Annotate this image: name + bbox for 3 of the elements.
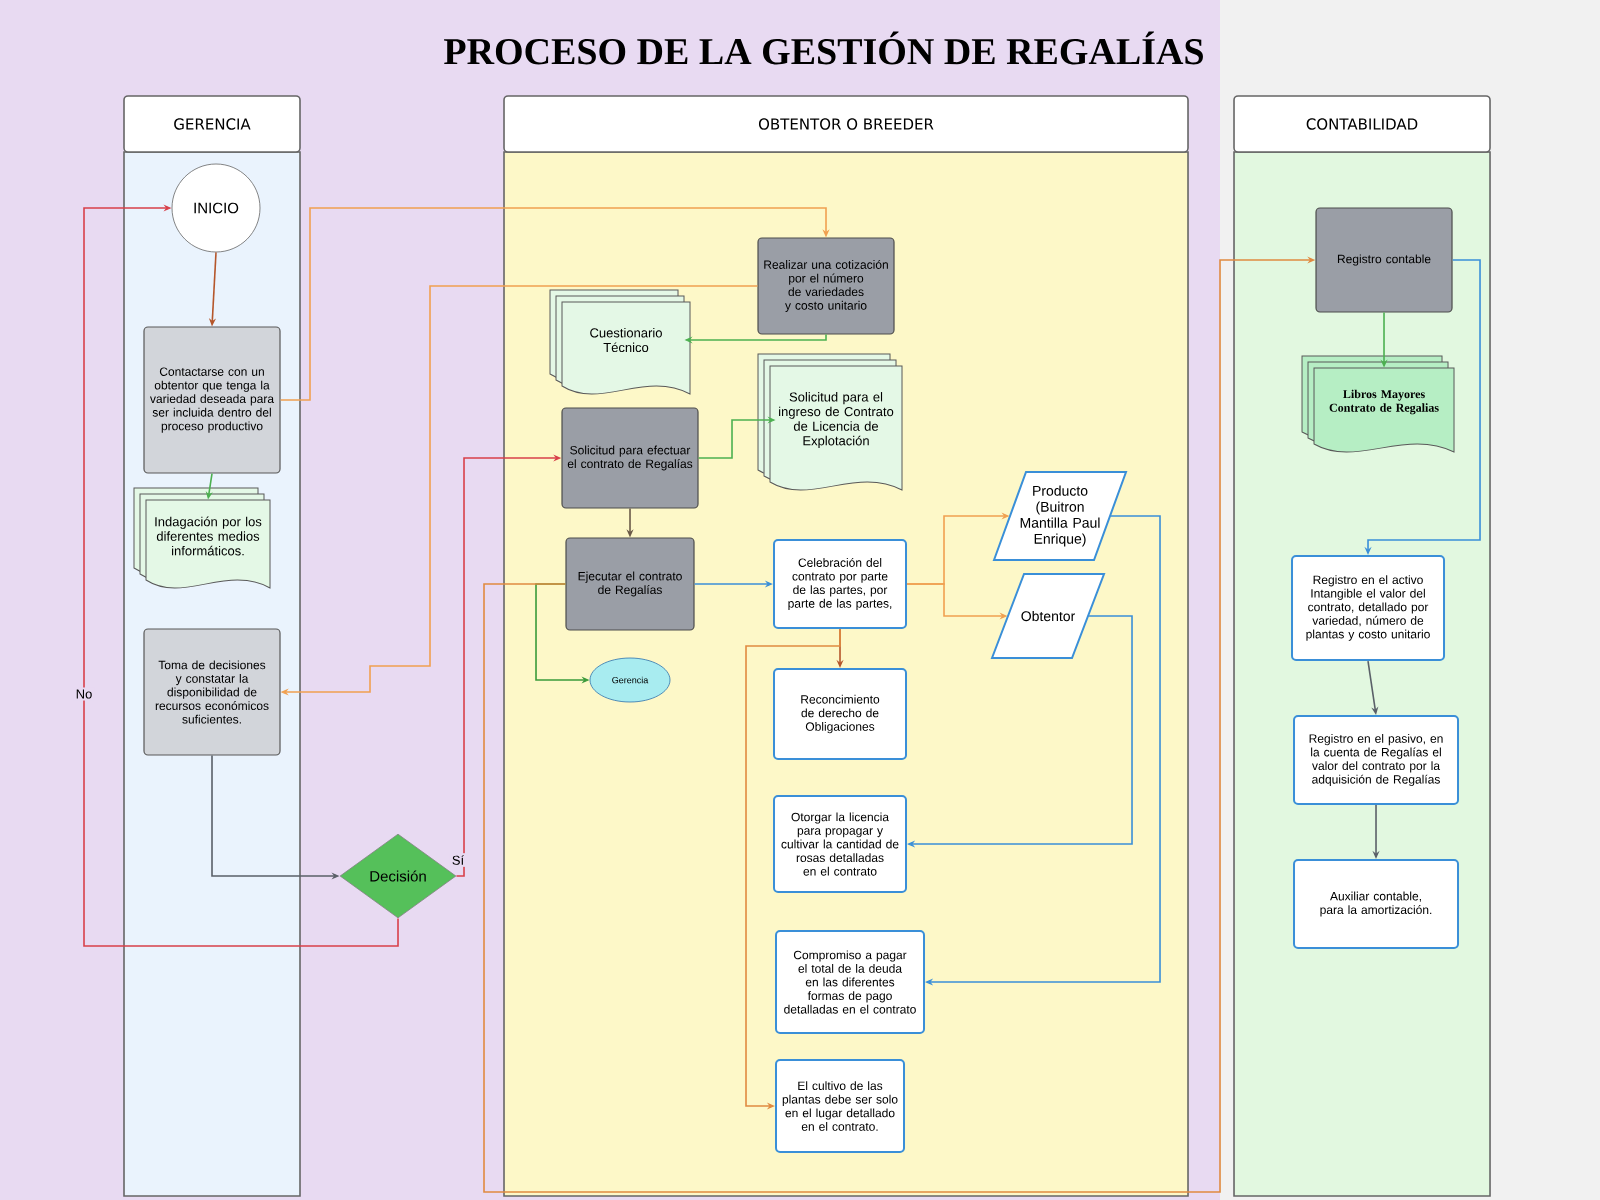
connector-arrow [83,204,399,947]
title: PROCESO DE LA GESTIÓN DE REGALÍAS [444,31,1203,65]
connector-arrow [279,207,830,401]
